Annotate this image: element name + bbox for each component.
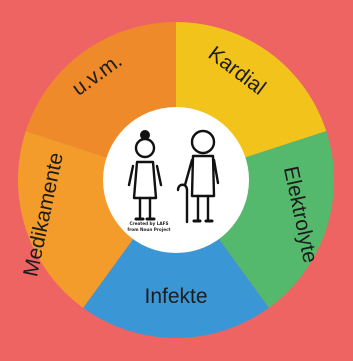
elderly-couple-icon [127,129,220,224]
segment-label-infekte: Infekte [144,285,207,308]
elderly-woman-figure [127,130,163,221]
credit-line-1: Created by LAFS [129,221,168,226]
walking-cane-icon [176,183,189,224]
center-disc [103,107,249,253]
segment-infekte [83,180,269,338]
elderly-man-figure [183,129,220,223]
credit-line-2: from Noun Project [127,227,170,232]
